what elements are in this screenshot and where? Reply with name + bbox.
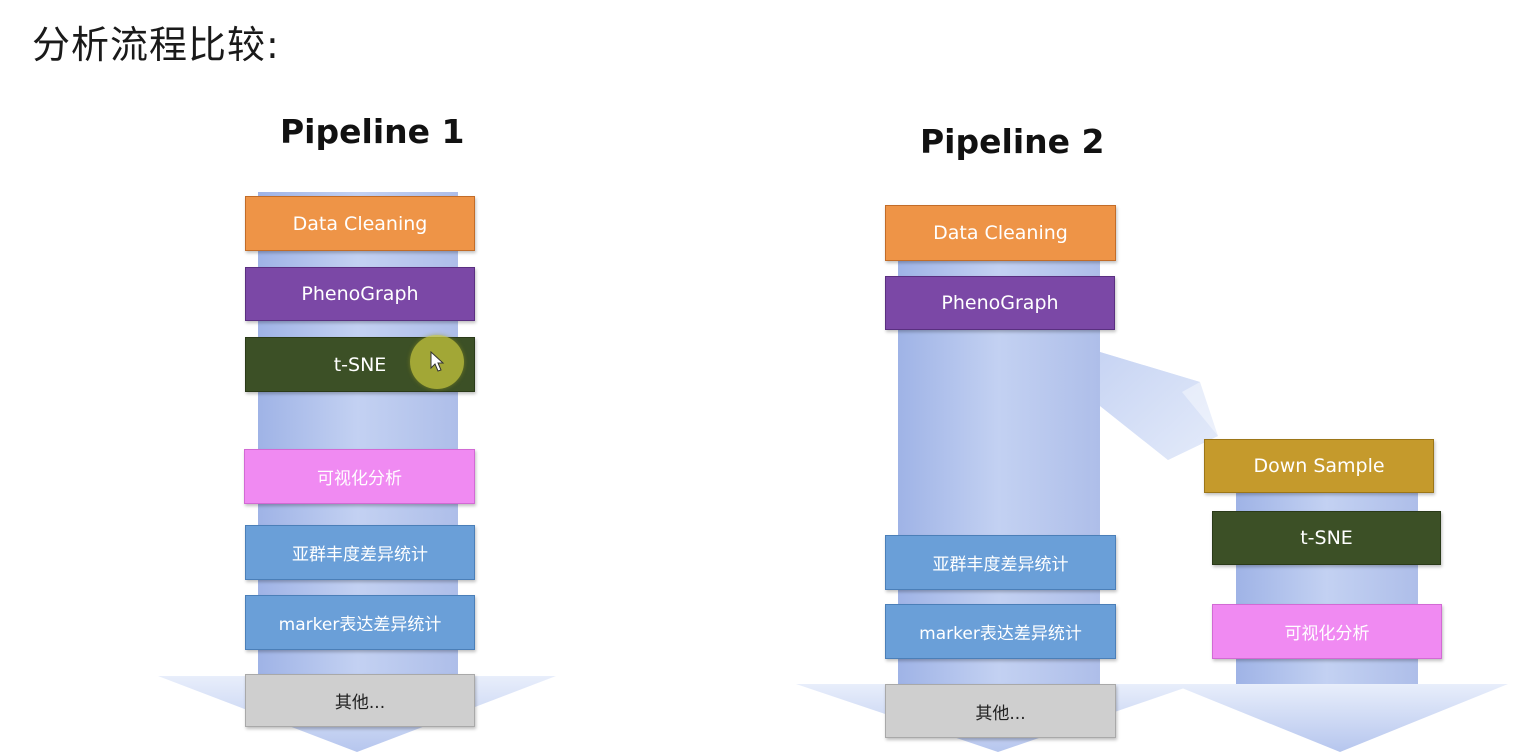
pipeline1-step-data-cleaning: Data Cleaning <box>245 196 475 251</box>
pipeline2-step-abundance-stats: 亚群丰度差异统计 <box>885 535 1116 590</box>
pipeline1-step-marker-stats: marker表达差异统计 <box>245 595 475 650</box>
pipeline1-step-visualization: 可视化分析 <box>244 449 475 504</box>
pipeline2-step-visualization: 可视化分析 <box>1212 604 1442 659</box>
pipeline2-step-phenograph: PhenoGraph <box>885 276 1115 330</box>
pipeline2-branch-arrow <box>1100 352 1218 460</box>
pipeline2-step-down-sample: Down Sample <box>1204 439 1434 493</box>
pipeline1-step-phenograph: PhenoGraph <box>245 267 475 321</box>
pipeline1-step-abundance-stats: 亚群丰度差异统计 <box>245 525 475 580</box>
pipeline2-step-data-cleaning: Data Cleaning <box>885 205 1116 261</box>
pipeline1-step-other: 其他... <box>245 674 475 727</box>
page-title: 分析流程比较: <box>32 23 280 67</box>
pipeline2-title: Pipeline 2 <box>920 122 1105 161</box>
pipeline2-step-marker-stats: marker表达差异统计 <box>885 604 1116 659</box>
cursor-arrow-icon <box>430 351 445 372</box>
pipeline2-step-tsne: t-SNE <box>1212 511 1441 565</box>
pipeline2-step-other: 其他... <box>885 684 1116 738</box>
pipeline1-title: Pipeline 1 <box>280 112 465 151</box>
